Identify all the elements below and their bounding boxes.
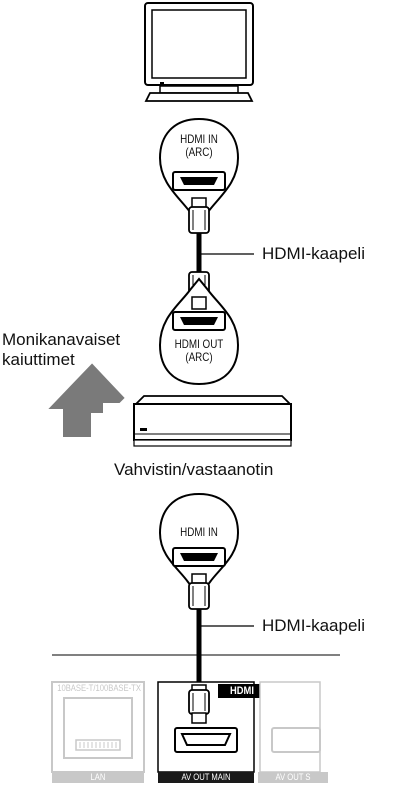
- amp-hdmi-out-line1: HDMI OUT: [174, 337, 224, 351]
- receiver-icon: [133, 395, 293, 447]
- tv-hdmi-in-label: HDMI IN (ARC): [173, 133, 225, 159]
- amp-hdmi-in-label: HDMI IN: [180, 525, 218, 539]
- cable-label-top: HDMI-kaapeli: [262, 244, 365, 263]
- player-rear-panel: [51, 654, 340, 783]
- amp-hdmi-out-label: HDMI OUT (ARC): [173, 338, 225, 364]
- cable-label-bottom: HDMI-kaapeli: [262, 616, 365, 635]
- tv-hdmi-in-line1: HDMI IN: [180, 132, 218, 146]
- tv-hdmi-in-line2: (ARC): [185, 145, 213, 159]
- amp-hdmi-out-bubble: [158, 277, 240, 386]
- receiver-label: Vahvistin/vastaanotin: [114, 460, 274, 479]
- lan-spec-caption: 10BASE-T/100BASE-TX: [57, 683, 141, 693]
- amp-hdmi-out-line2: (ARC): [185, 350, 213, 364]
- av-out-main-label: AV OUT MAIN: [181, 772, 231, 782]
- speakers-label: Monikanavaiset kaiuttimet: [2, 330, 120, 370]
- amp-hdmi-in-bubble: [158, 492, 240, 598]
- speakers-line1: Monikanavaiset: [2, 330, 121, 349]
- av-out-sub-label: AV OUT S: [275, 772, 311, 782]
- speaker-arrow-icon: [43, 360, 128, 439]
- lan-port-label: LAN: [90, 772, 106, 782]
- lower-cable: [188, 573, 254, 685]
- tv-icon: [144, 2, 254, 102]
- hdmi-logo: HDMI: [230, 685, 254, 697]
- speakers-line2: kaiuttimet: [2, 350, 75, 369]
